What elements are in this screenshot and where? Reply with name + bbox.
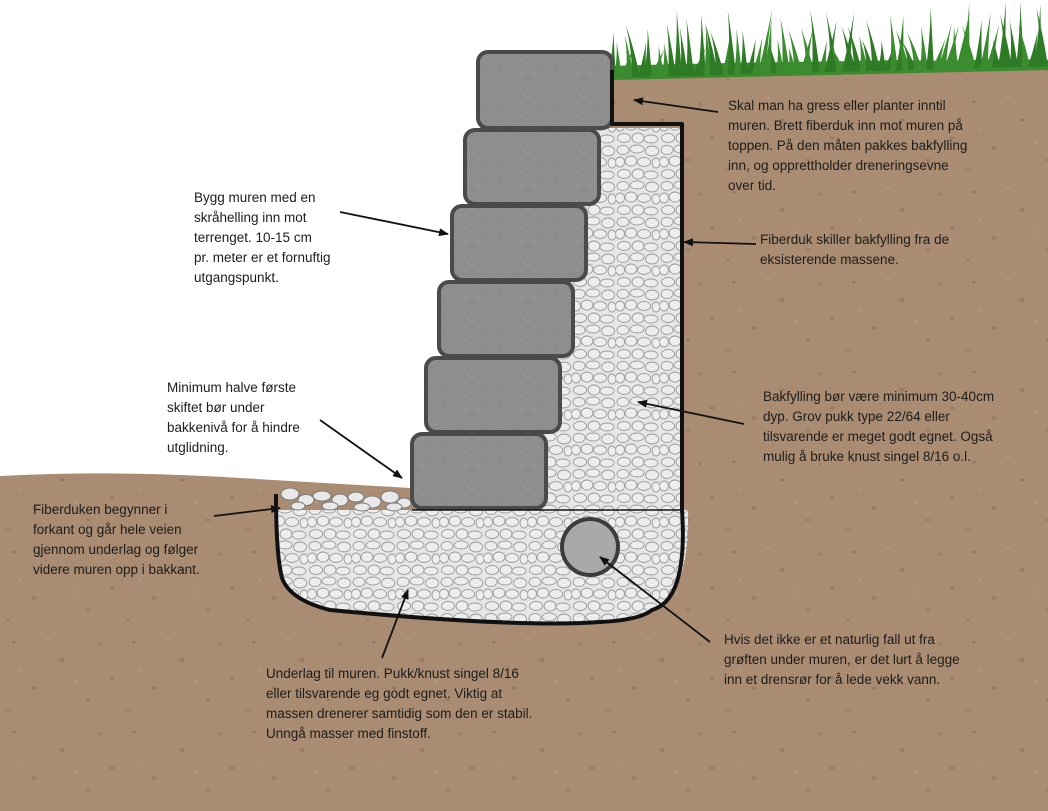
wall-block — [424, 356, 562, 434]
leader-arrows — [213, 97, 757, 659]
filter-fabric-line — [274, 70, 685, 626]
gravel-base — [276, 510, 689, 624]
grass-note: Skal man ha gress eller planter inntil m… — [728, 98, 968, 193]
grass-tuft — [608, 1, 1048, 80]
toe-pebbles — [280, 487, 412, 512]
drain-pipe — [560, 517, 620, 577]
slope-note: Bygg muren med en skråhelling inn mot te… — [194, 190, 331, 285]
base-note: Underlag til muren. Pukk/knust singel 8/… — [266, 666, 533, 741]
drain-note: Hvis det ikke er et naturlig fall ut fra… — [724, 632, 960, 687]
wall-block — [450, 204, 588, 282]
wall-block — [437, 280, 575, 358]
wall-block — [476, 50, 614, 130]
backfill-note: Bakfylling bør være minimum 30-40cm dyp.… — [763, 389, 995, 464]
wall-block — [463, 128, 601, 206]
fabric-start-note: Fiberduken begynner i forkant og går hel… — [33, 502, 200, 577]
fabric-note: Fiberduk skiller bakfylling fra de eksis… — [760, 232, 950, 267]
wall-block — [410, 432, 548, 510]
embed-note: Minimum halve første skiftet bør under b… — [167, 380, 300, 455]
wall-blocks — [410, 50, 614, 510]
